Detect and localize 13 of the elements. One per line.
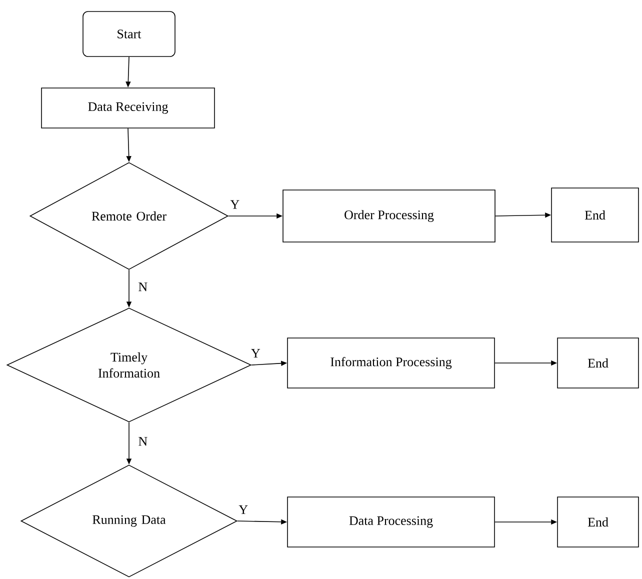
start-terminal: Start (82, 11, 176, 57)
process-box: Information Processing (287, 338, 495, 388)
edge-label: N (138, 437, 148, 446)
process-box: Data Receiving (41, 88, 215, 128)
edge-label: Y (251, 349, 260, 358)
edge-label: N (138, 282, 148, 292)
process-box: End (557, 338, 639, 388)
edge-label: Y (230, 200, 240, 209)
process-box: End (551, 188, 639, 242)
edge-label: Y (238, 505, 248, 514)
process-box: End (557, 496, 639, 548)
process-box: Data Processing (287, 496, 495, 548)
process-box: Order Processing (282, 190, 496, 242)
